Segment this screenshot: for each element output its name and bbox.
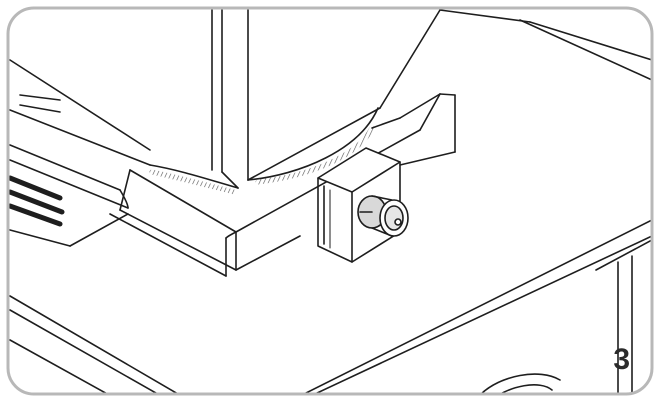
step-number: 3	[613, 343, 630, 376]
vertical-column	[211, 9, 441, 189]
base-block	[9, 59, 456, 277]
clamp-block	[317, 147, 401, 263]
slotted-arm	[8, 94, 151, 247]
frame-border	[6, 6, 654, 396]
back-panel	[439, 9, 652, 81]
table-surface	[9, 219, 652, 394]
thumb-screw	[357, 195, 409, 237]
disc	[149, 107, 379, 195]
